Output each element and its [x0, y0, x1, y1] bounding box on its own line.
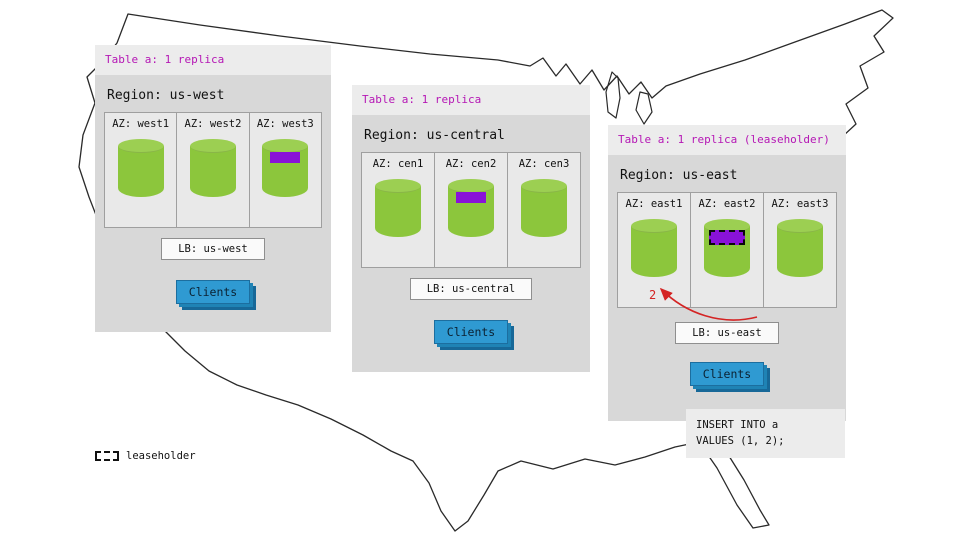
az-label: AZ: cen3 — [518, 158, 570, 170]
cylinder-top — [262, 139, 309, 153]
region-panel-us-east: Table a: 1 replica (leaseholder) Region:… — [608, 125, 846, 421]
great-lake-shape — [605, 71, 621, 119]
region-panel-us-west: Table a: 1 replica Region: us-west AZ: w… — [95, 45, 331, 332]
az-cell-west2: AZ: west2 — [176, 112, 250, 228]
az-label: AZ: cen2 — [445, 158, 497, 170]
cylinder-body — [117, 146, 164, 197]
cylinder-top — [448, 179, 494, 193]
cylinder-body — [189, 146, 236, 197]
legend-label: leaseholder — [126, 450, 196, 462]
az-label: AZ: cen1 — [372, 158, 424, 170]
az-label: AZ: west3 — [256, 118, 314, 130]
table-replica-header: Table a: 1 replica — [95, 45, 331, 75]
database-cylinder — [189, 139, 236, 197]
load-balancer-node: LB: us-east — [675, 322, 779, 344]
cylinder-top — [631, 219, 677, 233]
cylinder-body — [521, 186, 567, 237]
table-replica-header: Table a: 1 replica (leaseholder) — [608, 125, 846, 155]
leaseholder-legend: leaseholder — [95, 450, 196, 462]
step-2-label: 2 — [649, 288, 657, 302]
clients-node: Clients — [689, 362, 765, 386]
region-title: Region: us-east — [620, 168, 738, 183]
cylinder-top — [189, 139, 236, 153]
great-lake-shape-2 — [635, 91, 653, 125]
sql-line-1: INSERT INTO a — [696, 419, 779, 431]
az-row: AZ: cen1 AZ: cen2 AZ: cen3 — [361, 152, 581, 268]
cylinder-body — [631, 226, 677, 277]
region-title: Region: us-central — [364, 128, 505, 143]
replica-band — [456, 192, 486, 203]
cylinder-top — [777, 219, 823, 233]
cylinder-body — [777, 226, 823, 277]
leaseholder-replica-band — [709, 230, 745, 245]
az-label: AZ: east3 — [771, 198, 829, 210]
cylinder-top — [521, 179, 567, 193]
cylinder-top — [375, 179, 421, 193]
cylinder-body — [375, 186, 421, 237]
clients-node: Clients — [175, 280, 251, 304]
sql-query-box: INSERT INTO a VALUES (1, 2); — [686, 409, 845, 458]
table-replica-label: Table a: 1 replica — [362, 93, 482, 106]
az-cell-cen3: AZ: cen3 — [507, 152, 581, 268]
az-label: AZ: west1 — [112, 118, 170, 130]
load-balancer-node: LB: us-central — [409, 278, 533, 300]
database-cylinder — [117, 139, 164, 197]
az-row: AZ: west1 AZ: west2 AZ: west3 — [104, 112, 322, 228]
az-label: AZ: west2 — [184, 118, 242, 130]
az-label: AZ: east1 — [625, 198, 683, 210]
clients-node: Clients — [433, 320, 509, 344]
database-cylinder — [521, 179, 567, 237]
database-cylinder — [704, 219, 750, 277]
az-label: AZ: east2 — [698, 198, 756, 210]
az-cell-cen2: AZ: cen2 — [434, 152, 508, 268]
table-replica-header: Table a: 1 replica — [352, 85, 590, 115]
replica-band — [270, 152, 301, 163]
cylinder-top — [117, 139, 164, 153]
az-cell-cen1: AZ: cen1 — [361, 152, 435, 268]
table-replica-label: Table a: 1 replica (leaseholder) — [618, 133, 830, 146]
leaseholder-dashed-swatch — [95, 451, 119, 461]
database-cylinder — [777, 219, 823, 277]
region-title: Region: us-west — [107, 88, 225, 103]
database-cylinder — [375, 179, 421, 237]
az-cell-east3: AZ: east3 — [763, 192, 837, 308]
az-cell-west1: AZ: west1 — [104, 112, 178, 228]
region-panel-us-central: Table a: 1 replica Region: us-central AZ… — [352, 85, 590, 372]
az-cell-west3: AZ: west3 — [248, 112, 322, 228]
database-cylinder — [262, 139, 309, 197]
az-cell-east2: AZ: east2 — [690, 192, 764, 308]
table-replica-label: Table a: 1 replica — [105, 53, 225, 66]
database-cylinder — [631, 219, 677, 277]
sql-line-2: VALUES (1, 2); — [696, 435, 785, 448]
database-cylinder — [448, 179, 494, 237]
load-balancer-node: LB: us-west — [161, 238, 265, 260]
